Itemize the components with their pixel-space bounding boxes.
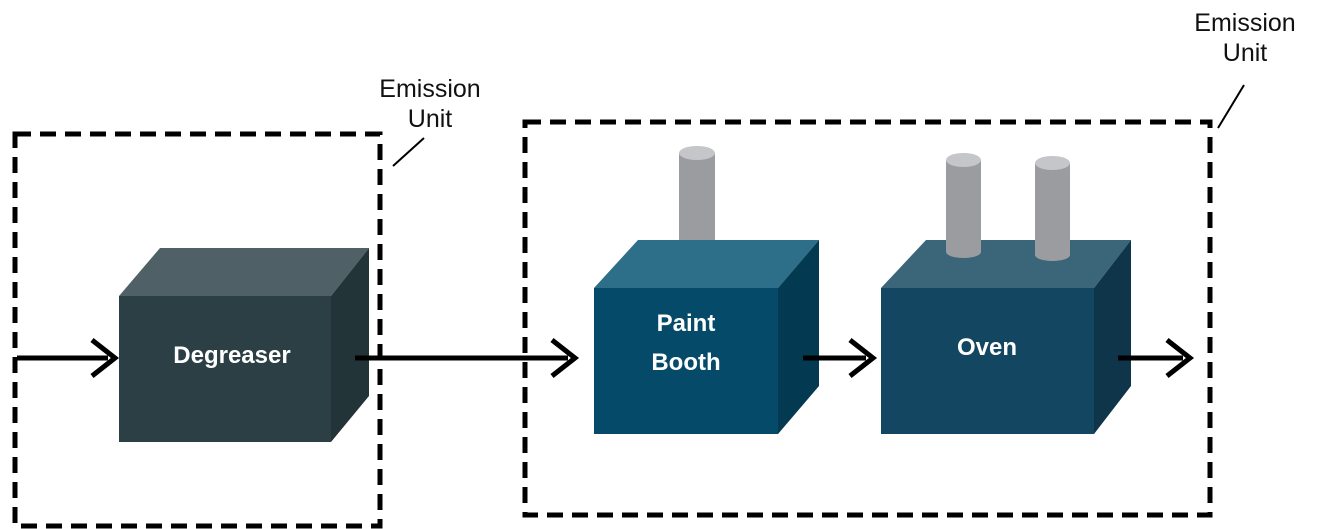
paint-booth-label-line2: Booth (651, 349, 720, 376)
flow-arrow-input (17, 338, 120, 378)
oven-label: Oven (957, 334, 1017, 361)
oven-stack-left-top (946, 153, 981, 167)
paint-booth-label-line1: Paint (657, 310, 716, 337)
emission-unit-callout-left-line1: Emission (379, 75, 481, 103)
emission-unit-callout-right-line1: Emission (1194, 9, 1296, 37)
paint-booth-stack (679, 153, 715, 245)
flow-arrow-output (1118, 338, 1195, 378)
paint-booth-stack-top (679, 146, 715, 160)
callout-leader-left (392, 137, 425, 167)
emission-unit-callout-left: Emission Unit (360, 74, 500, 134)
emission-unit-boundary-right (522, 119, 1213, 518)
oven-top-face (881, 240, 1131, 288)
emission-unit-boundary-left (12, 131, 383, 529)
flow-arrow-paint-booth-to-oven (803, 338, 878, 378)
oven-stack-left-bottom (946, 246, 981, 258)
degreaser-label: Degreaser (173, 342, 290, 369)
oven-stack-right-bottom (1035, 249, 1070, 261)
paint-booth-box: Paint Booth (594, 146, 819, 434)
emission-unit-callout-left-line2: Unit (407, 105, 453, 133)
paint-booth-side-face (778, 240, 819, 434)
callout-leader-right (1217, 84, 1245, 129)
flow-arrow-degreaser-to-paint-booth (355, 338, 580, 378)
emission-unit-callout-right: Emission Unit (1175, 8, 1315, 68)
oven-side-face (1094, 240, 1131, 434)
degreaser-front-face (119, 296, 331, 442)
oven-stack-right (1035, 163, 1070, 255)
oven-box: Oven (881, 153, 1131, 434)
oven-front-face (881, 288, 1094, 434)
paint-booth-front-face (594, 288, 778, 434)
degreaser-box: Degreaser (119, 248, 369, 442)
oven-stack-left (946, 160, 981, 252)
paint-booth-top-face (594, 240, 819, 288)
oven-stack-right-top (1035, 156, 1070, 170)
degreaser-side-face (331, 248, 369, 442)
emission-unit-callout-right-line2: Unit (1222, 39, 1268, 67)
degreaser-top-face (119, 248, 369, 296)
